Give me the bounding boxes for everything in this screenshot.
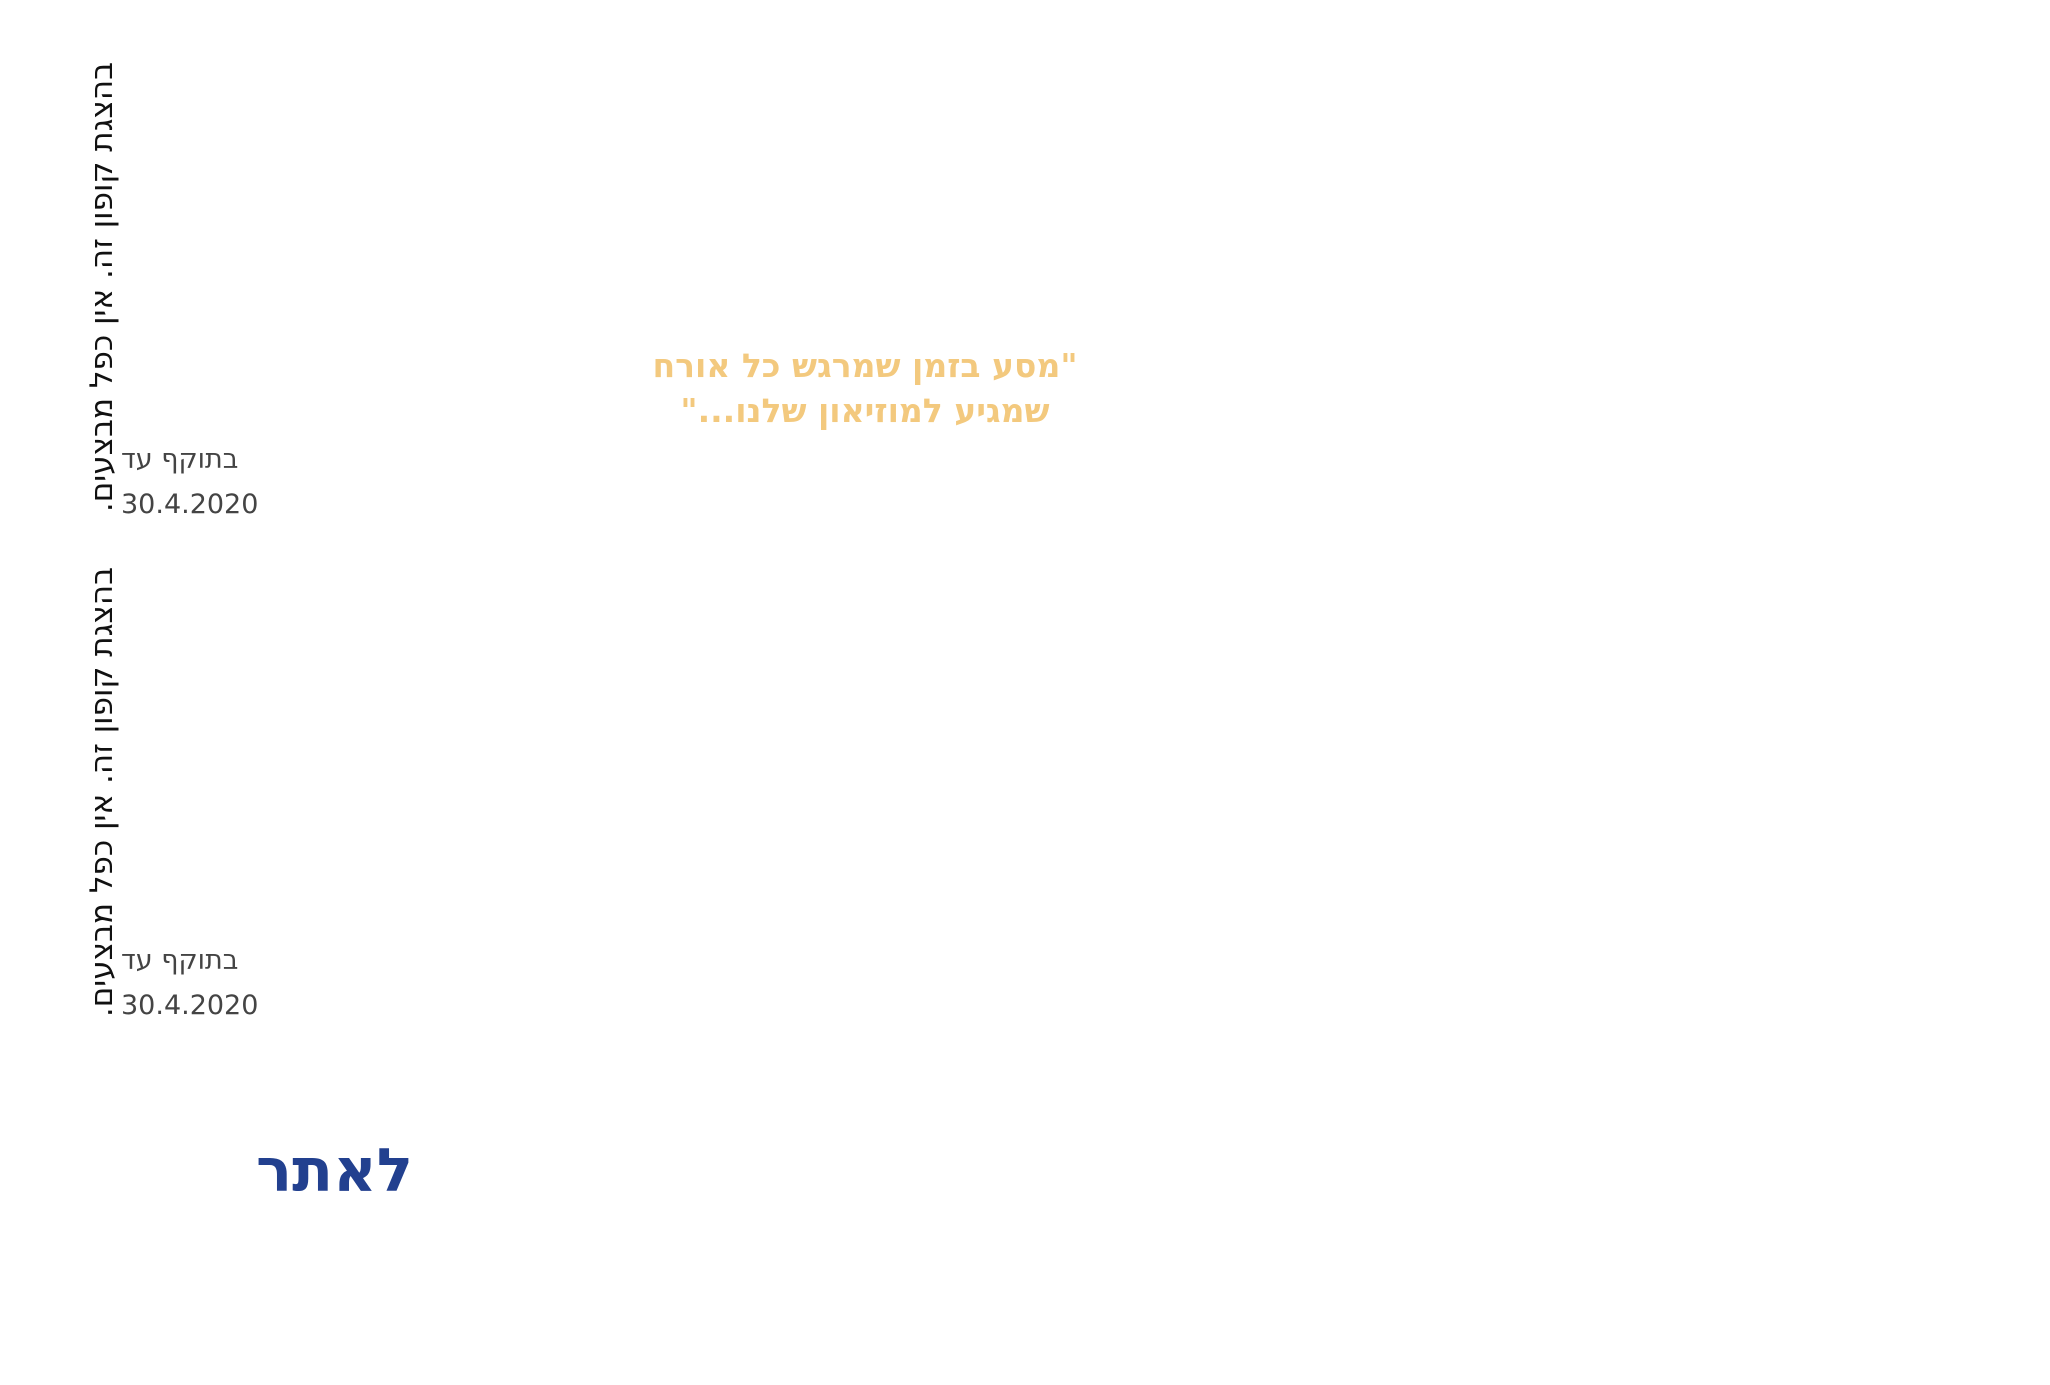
validity-date: 30.4.2020	[121, 990, 259, 1021]
validity-block: בתוקף עד 30.4.2020	[121, 437, 258, 527]
coupon-terms-text: בהצגת קופון זה. אין כפל מבצעים.	[84, 567, 120, 1018]
validity-date: 30.4.2020	[121, 489, 259, 520]
validity-label: בתוקף עד	[121, 444, 239, 475]
validity-label: בתוקף עד	[121, 945, 239, 976]
quote-line: "מסע בזמן שמרגש כל אורח	[652, 346, 1078, 385]
testimonial-quote: "מסע בזמן שמרגש כל אורח שמגיע למוזיאון ש…	[565, 343, 1165, 433]
quote-line: שמגיע למוזיאון שלנו..."	[680, 391, 1050, 430]
validity-block: בתוקף עד 30.4.2020	[121, 938, 258, 1028]
coupon-terms-text: בהצגת קופון זה. אין כפל מבצעים.	[84, 62, 120, 513]
site-link[interactable]: לאתר	[256, 1136, 414, 1206]
